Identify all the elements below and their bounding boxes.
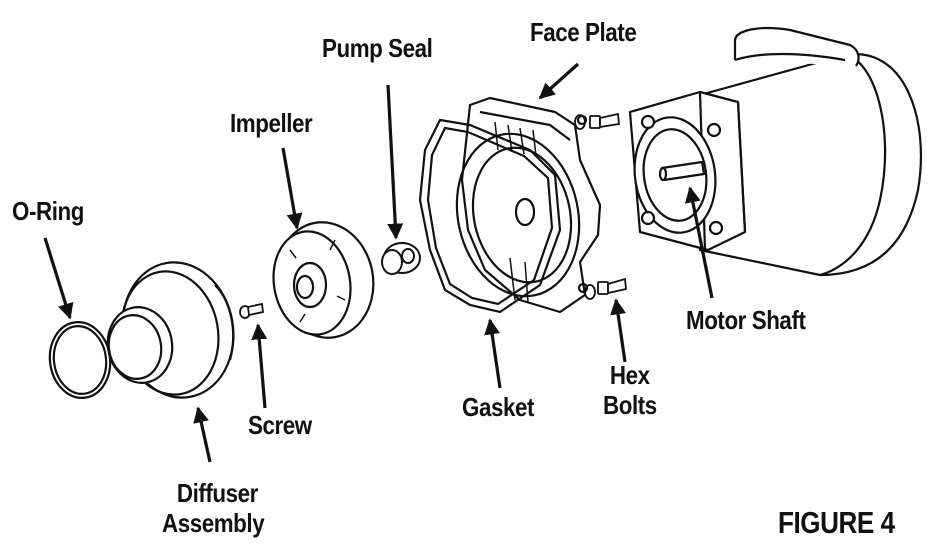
label-hex-line1: Hex bbox=[609, 360, 650, 390]
pump-seal-drawing bbox=[381, 242, 421, 275]
callout-arrows bbox=[43, 62, 714, 463]
face-plate-drawing bbox=[455, 96, 602, 314]
arrow-o-ring bbox=[43, 237, 74, 320]
label-face-plate: Face Plate bbox=[530, 17, 637, 47]
label-diffuser-line2: Assembly bbox=[162, 508, 265, 538]
arrow-screw bbox=[251, 323, 268, 409]
label-o-ring: O-Ring bbox=[12, 196, 84, 226]
label-motor-shaft: Motor Shaft bbox=[686, 305, 806, 335]
arrow-impeller bbox=[281, 147, 303, 230]
label-hex-line2: Bolts bbox=[603, 390, 657, 420]
arrow-gasket bbox=[484, 318, 502, 389]
label-pump-seal: Pump Seal bbox=[322, 33, 433, 63]
label-diffuser-assembly: Diffuser Assembly bbox=[162, 478, 265, 538]
impeller-drawing bbox=[272, 221, 375, 339]
label-impeller: Impeller bbox=[230, 108, 313, 138]
arrow-pump-seal bbox=[386, 84, 404, 240]
label-diffuser-line1: Diffuser bbox=[176, 478, 258, 508]
arrow-motor-shaft bbox=[684, 186, 714, 299]
arrow-face-plate bbox=[538, 62, 580, 100]
motor-drawing bbox=[628, 26, 922, 277]
arrow-hex-bolts bbox=[610, 298, 627, 363]
gasket-drawing bbox=[418, 118, 562, 314]
label-screw: Screw bbox=[248, 410, 312, 440]
o-ring-drawing bbox=[48, 321, 112, 399]
label-hex-bolts: Hex Bolts bbox=[603, 360, 657, 420]
diffuser-drawing bbox=[106, 261, 235, 399]
label-gasket: Gasket bbox=[462, 392, 535, 422]
figure-caption: FIGURE 4 bbox=[778, 505, 895, 540]
arrow-diffuser bbox=[193, 406, 212, 463]
screw-drawing bbox=[239, 302, 264, 319]
